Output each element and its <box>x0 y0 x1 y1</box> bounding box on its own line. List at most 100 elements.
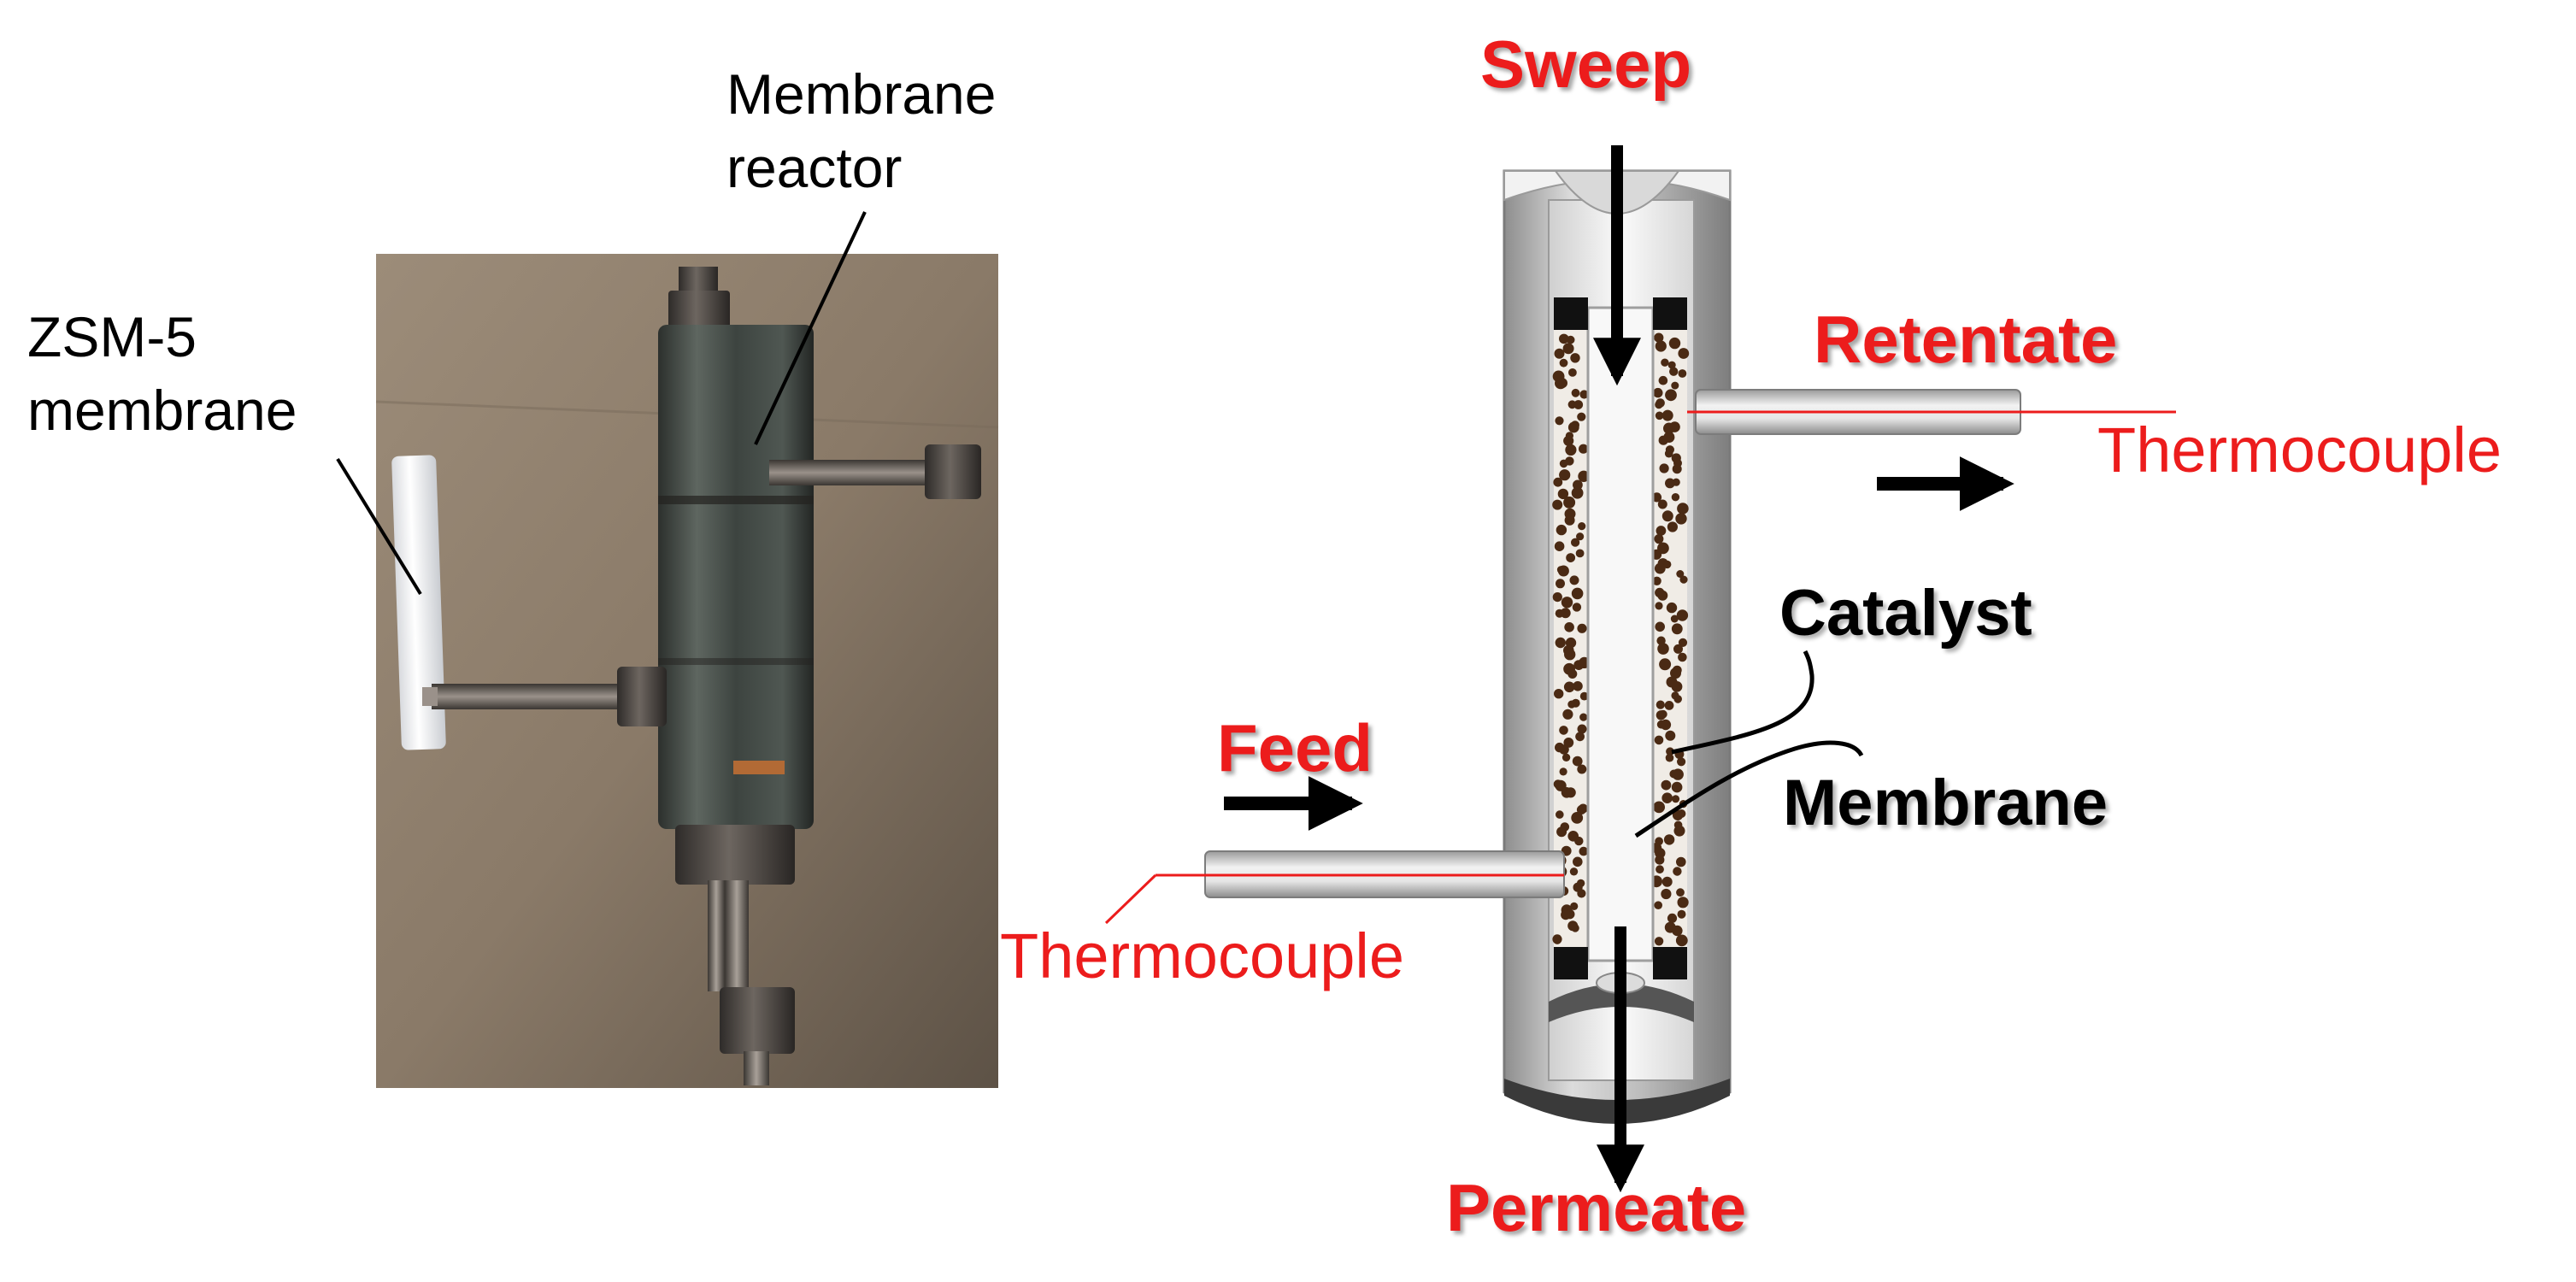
catalyst-particle <box>1579 713 1588 721</box>
catalyst-particle <box>1556 826 1567 838</box>
zsm5-membrane-leader <box>336 457 422 596</box>
catalyst-particle <box>1573 856 1583 867</box>
catalyst-particle <box>1671 681 1683 692</box>
catalyst-particle <box>1563 496 1576 509</box>
catalyst-particle <box>1678 638 1688 648</box>
catalyst-particle <box>1579 846 1589 856</box>
reactor-photo <box>375 254 999 1088</box>
catalyst-particle <box>1555 637 1567 649</box>
catalyst-particle <box>1666 602 1678 614</box>
catalyst-particle <box>1655 855 1665 865</box>
catalyst-particle <box>1675 513 1687 525</box>
catalyst-particle <box>1655 621 1665 632</box>
reactor-schematic <box>1104 145 2176 1193</box>
catalyst-particles <box>1552 332 1690 947</box>
catalyst-particle <box>1554 541 1565 551</box>
catalyst-particle <box>1562 343 1574 355</box>
catalyst-particle <box>1661 358 1669 367</box>
thermocouple-bottom-label: Thermocouple <box>1000 920 1405 991</box>
catalyst-particle <box>1672 795 1680 803</box>
zsm5-membrane-tube <box>391 455 446 750</box>
catalyst-particle <box>1676 570 1685 578</box>
catalyst-particle <box>1661 510 1673 522</box>
membrane-reactor-label: Membrane reactor <box>726 62 997 199</box>
catalyst-particle <box>1561 909 1571 920</box>
catalyst-particle <box>1667 913 1678 923</box>
catalyst-particle <box>1671 493 1680 502</box>
catalyst-particle <box>1658 435 1668 445</box>
catalyst-particle <box>1575 549 1585 558</box>
catalyst-particle <box>1665 389 1677 402</box>
catalyst-particle <box>1564 622 1574 632</box>
catalyst-particle <box>1654 735 1664 745</box>
catalyst-particle <box>1678 652 1687 662</box>
catalyst-particle <box>1677 897 1689 909</box>
catalyst-particle <box>1576 532 1585 541</box>
retentate-label: Retentate <box>1814 302 2118 377</box>
catalyst-particle <box>1671 623 1683 635</box>
catalyst-particle <box>1571 388 1580 397</box>
catalyst-particle <box>1672 464 1682 474</box>
catalyst-particle <box>1675 934 1688 947</box>
catalyst-particle <box>1671 453 1681 463</box>
catalyst-particle <box>1557 378 1567 389</box>
catalyst-particle <box>1679 575 1688 584</box>
catalyst-particle <box>1572 756 1583 767</box>
catalyst-particle <box>1568 368 1577 377</box>
catalyst-particle <box>1657 499 1667 509</box>
catalyst-particle <box>1663 834 1675 845</box>
catalyst-particle <box>1672 925 1683 937</box>
feed-label: Feed <box>1217 710 1373 785</box>
catalyst-particle <box>1552 499 1563 510</box>
catalyst-particle <box>1665 445 1674 455</box>
catalyst-particle <box>1656 700 1665 709</box>
catalyst-particle <box>1669 367 1679 376</box>
catalyst-particle <box>1667 361 1676 369</box>
catalyst-particle <box>1654 901 1662 909</box>
catalyst-particle <box>1553 477 1563 487</box>
catalyst-particle <box>1577 889 1586 898</box>
catalyst-particle <box>1656 720 1666 729</box>
catalyst-particle <box>1559 469 1571 481</box>
catalyst-particle <box>1579 444 1589 454</box>
catalyst-particle <box>1559 744 1569 755</box>
catalyst-particle <box>1659 463 1669 473</box>
catalyst-particle <box>1571 587 1584 600</box>
sweep-label: Sweep <box>1480 26 1692 102</box>
catalyst-particle <box>1661 779 1672 791</box>
catalyst-particle <box>1663 560 1672 569</box>
catalyst-particle <box>1651 492 1662 503</box>
catalyst-particle <box>1563 681 1575 693</box>
catalyst-particle <box>1661 888 1672 900</box>
catalyst-particle <box>1655 587 1665 598</box>
catalyst-particle <box>1561 597 1573 609</box>
catalyst-particle <box>1577 764 1587 774</box>
catalyst-label: Catalyst <box>1779 577 2032 650</box>
catalyst-particle <box>1559 459 1568 468</box>
catalyst-particle <box>1655 411 1664 420</box>
catalyst-particle <box>1671 781 1683 793</box>
catalyst-particle <box>1659 658 1672 671</box>
membrane-label: Membrane <box>1783 767 2108 839</box>
catalyst-particle <box>1678 369 1687 378</box>
catalyst-particle <box>1576 879 1585 888</box>
catalyst-particle <box>1559 726 1568 735</box>
catalyst-particle <box>1561 753 1571 762</box>
catalyst-particle <box>1653 387 1663 398</box>
catalyst-particle <box>1573 681 1583 691</box>
membrane-tube <box>1586 306 1655 962</box>
catalyst-particle <box>1656 710 1667 720</box>
catalyst-particle <box>1673 695 1682 703</box>
catalyst-particle <box>1569 575 1579 585</box>
catalyst-particle <box>1569 867 1579 876</box>
catalyst-particle <box>1654 937 1664 946</box>
permeate-label: Permeate <box>1446 1170 1747 1245</box>
catalyst-particle <box>1667 521 1678 532</box>
catalyst-particle <box>1673 644 1683 654</box>
catalyst-particle <box>1652 576 1661 585</box>
catalyst-particle <box>1566 553 1575 562</box>
catalyst-particle <box>1670 667 1681 679</box>
catalyst-leader <box>1671 650 1814 755</box>
catalyst-particle <box>1567 700 1576 709</box>
